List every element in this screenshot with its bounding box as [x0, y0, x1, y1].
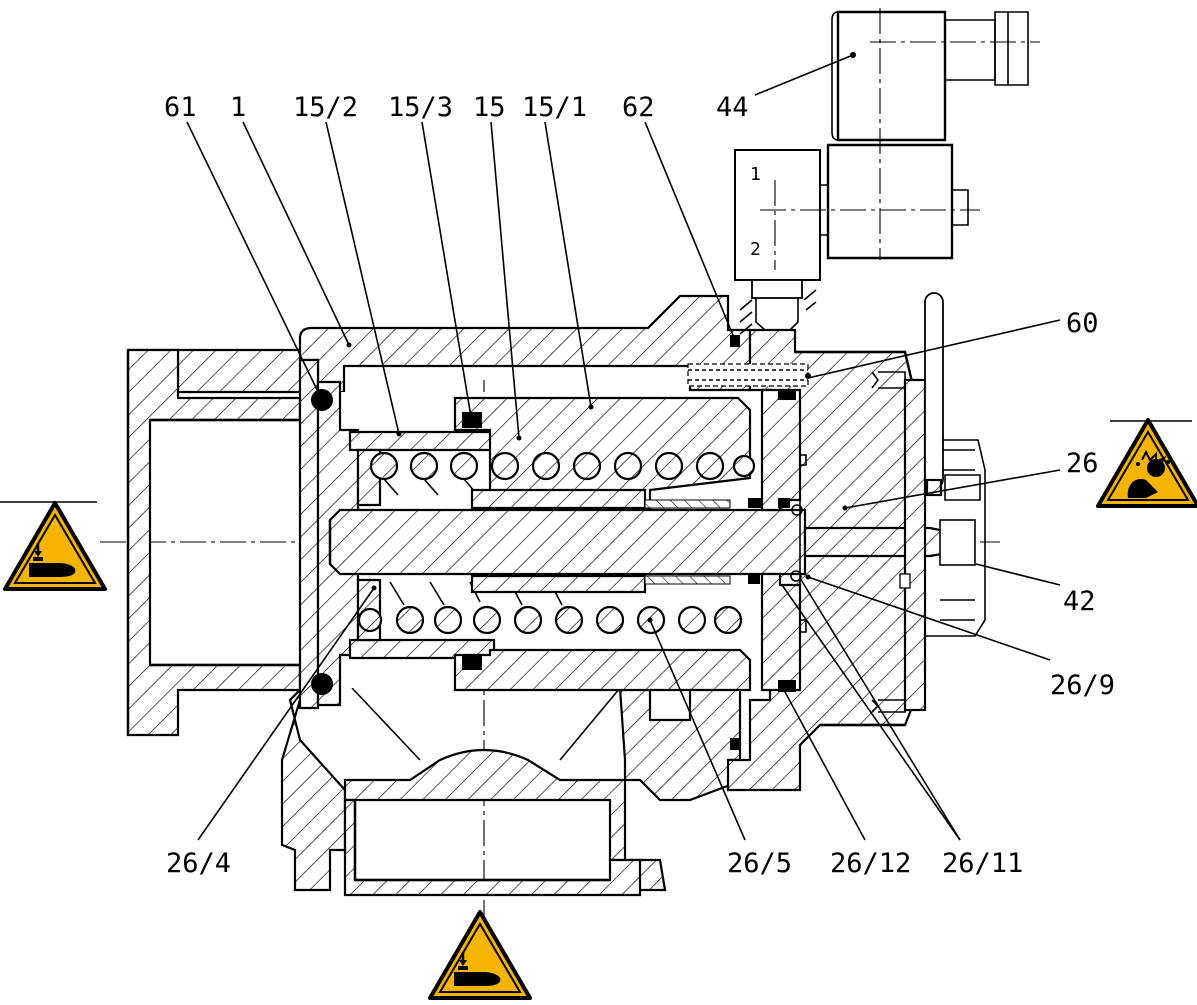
seal-lower	[462, 656, 482, 670]
inlet-flange	[126, 348, 307, 737]
spring-coils-upper	[369, 451, 756, 496]
label-60: 60	[1066, 308, 1099, 339]
label-15: 15	[473, 92, 506, 123]
seal-26-12	[778, 680, 796, 692]
label-61: 61	[164, 92, 197, 123]
label-26-11: 26/11	[942, 848, 1023, 879]
bearing-housing	[730, 335, 807, 750]
spring-coils-lower	[357, 581, 743, 635]
label-26-4: 26/4	[166, 848, 231, 879]
pin-1-label: 1	[750, 164, 761, 185]
label-26-9: 26/9	[1050, 670, 1115, 701]
o-ring-26-9	[790, 570, 802, 582]
label-1: 1	[230, 92, 246, 123]
label-15-2: 15/2	[293, 92, 358, 123]
explosion-injury-warning-icon	[1096, 418, 1197, 508]
solenoid-coil-44	[760, 8, 1040, 270]
o-ring-bottom-61	[311, 673, 333, 695]
label-26-12: 26/12	[830, 848, 911, 879]
end-cover	[871, 292, 986, 713]
label-26-5: 26/5	[727, 848, 792, 879]
label-15-1: 15/1	[522, 92, 587, 123]
part-labels: 61 1 15/2 15/3 15 15/1 62 44 60 26 42 26…	[164, 92, 1115, 879]
label-42: 42	[1063, 586, 1096, 617]
hand-crush-warning-icon	[428, 910, 532, 1000]
manual-lever	[924, 292, 944, 489]
label-44: 44	[716, 92, 749, 123]
label-62: 62	[622, 92, 655, 123]
leader-lines	[186, 52, 1061, 841]
position-sensor: 1 2	[734, 149, 821, 335]
label-26: 26	[1066, 448, 1099, 479]
hand-crush-warning-icon	[3, 501, 107, 591]
label-15-3: 15/3	[388, 92, 453, 123]
seal-15-3	[462, 412, 482, 428]
screw-60	[687, 363, 811, 387]
pin-2-label: 2	[750, 239, 761, 260]
